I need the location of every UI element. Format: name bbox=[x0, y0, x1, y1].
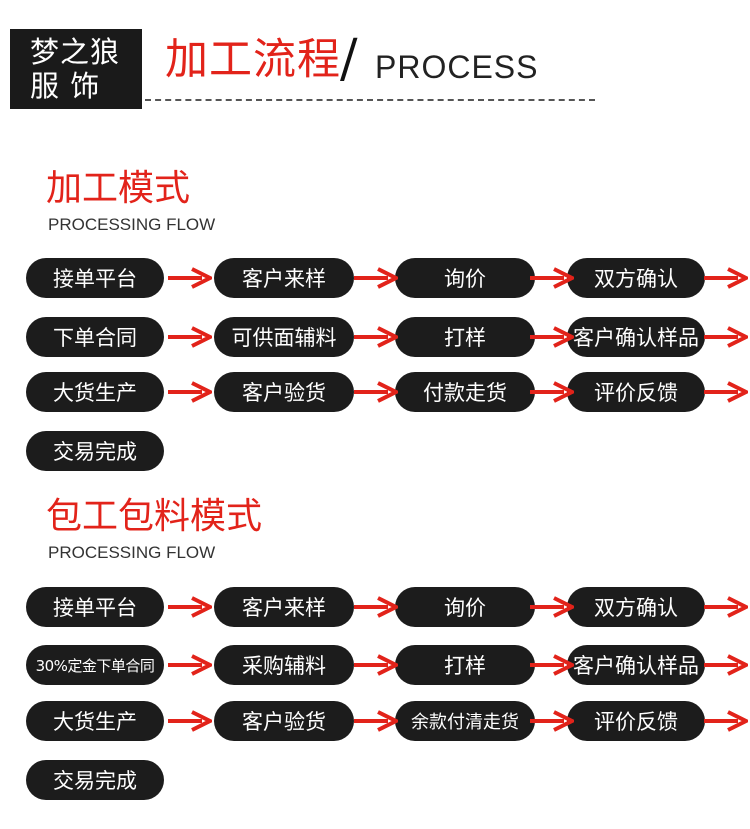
flow-step: 打样 bbox=[395, 645, 535, 685]
flow-step: 评价反馈 bbox=[567, 701, 705, 741]
arrow-right-icon bbox=[530, 710, 574, 732]
arrow-right-icon bbox=[530, 267, 574, 289]
flow-step: 询价 bbox=[395, 258, 535, 298]
arrow-right-icon bbox=[354, 381, 398, 403]
brand-line-2: 服 饰 bbox=[30, 69, 101, 103]
title-slash: / bbox=[340, 29, 358, 89]
flow-step: 30%定金下单合同 bbox=[26, 645, 164, 685]
flow-step: 客户来样 bbox=[214, 587, 354, 627]
flow-step: 打样 bbox=[395, 317, 535, 357]
flow-step: 客户确认样品 bbox=[567, 317, 705, 357]
flow-step: 交易完成 bbox=[26, 760, 164, 800]
arrow-right-icon bbox=[354, 326, 398, 348]
flow-step: 客户验货 bbox=[214, 372, 354, 412]
arrow-right-icon bbox=[354, 654, 398, 676]
section-subtitle: PROCESSING FLOW bbox=[48, 543, 216, 562]
flow-step: 可供面辅料 bbox=[214, 317, 354, 357]
brand-logo: 梦之狼 服 饰 bbox=[10, 29, 142, 109]
flow-step: 客户来样 bbox=[214, 258, 354, 298]
arrow-right-icon bbox=[704, 267, 748, 289]
flow-step: 大货生产 bbox=[26, 372, 164, 412]
flow-step: 客户确认样品 bbox=[567, 645, 705, 685]
arrow-right-icon bbox=[168, 596, 212, 618]
arrow-right-icon bbox=[530, 596, 574, 618]
flow-step: 采购辅料 bbox=[214, 645, 354, 685]
flow-step: 大货生产 bbox=[26, 701, 164, 741]
flow-step: 评价反馈 bbox=[567, 372, 705, 412]
arrow-right-icon bbox=[168, 654, 212, 676]
arrow-right-icon bbox=[530, 654, 574, 676]
arrow-right-icon bbox=[704, 596, 748, 618]
arrow-right-icon bbox=[168, 710, 212, 732]
flow-step: 询价 bbox=[395, 587, 535, 627]
arrow-right-icon bbox=[704, 326, 748, 348]
header-divider bbox=[145, 99, 595, 101]
page-title-en: PROCESS bbox=[375, 49, 539, 85]
flow-step: 双方确认 bbox=[567, 587, 705, 627]
arrow-right-icon bbox=[168, 326, 212, 348]
brand-line-1: 梦之狼 bbox=[30, 35, 121, 69]
arrow-right-icon bbox=[354, 267, 398, 289]
flow-step: 接单平台 bbox=[26, 258, 164, 298]
flow-step: 下单合同 bbox=[26, 317, 164, 357]
page-title: 加工流程 bbox=[165, 35, 341, 85]
arrow-right-icon bbox=[168, 267, 212, 289]
arrow-right-icon bbox=[354, 710, 398, 732]
arrow-right-icon bbox=[704, 654, 748, 676]
arrow-right-icon bbox=[168, 381, 212, 403]
flow-step: 双方确认 bbox=[567, 258, 705, 298]
arrow-right-icon bbox=[530, 381, 574, 403]
flow-step: 余款付清走货 bbox=[395, 701, 535, 741]
section-title: 包工包料模式 bbox=[46, 496, 263, 537]
arrow-right-icon bbox=[530, 326, 574, 348]
arrow-right-icon bbox=[704, 710, 748, 732]
arrow-right-icon bbox=[704, 381, 748, 403]
section-subtitle: PROCESSING FLOW bbox=[48, 215, 216, 234]
flow-step: 交易完成 bbox=[26, 431, 164, 471]
arrow-right-icon bbox=[354, 596, 398, 618]
flow-step: 付款走货 bbox=[395, 372, 535, 412]
section-title: 加工模式 bbox=[46, 168, 191, 209]
flow-step: 客户验货 bbox=[214, 701, 354, 741]
flow-step: 接单平台 bbox=[26, 587, 164, 627]
